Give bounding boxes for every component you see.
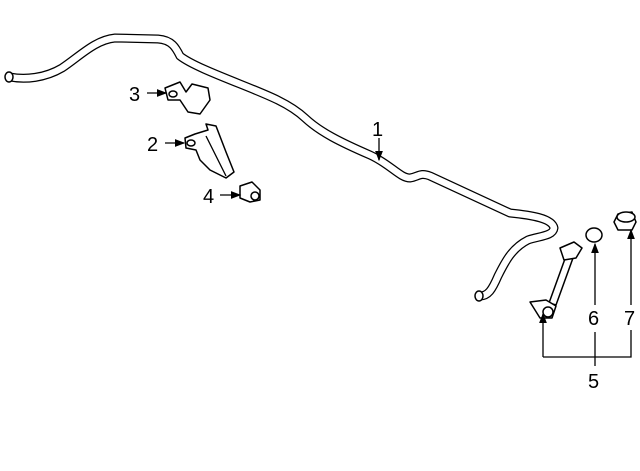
callout-6: 6: [588, 308, 599, 330]
callout-3: 3: [129, 84, 140, 106]
bracket-2: [184, 123, 235, 179]
bushing-4: [239, 181, 261, 203]
callout-7: 7: [624, 308, 635, 330]
stabilizer-link-5: [529, 241, 583, 319]
stabilizer-bar: [4, 33, 559, 302]
callout-5: 5: [588, 371, 599, 393]
nut-6: [585, 227, 603, 243]
callout-2: 2: [147, 134, 158, 156]
bracket-3: [164, 81, 211, 115]
leader-lines: [147, 89, 635, 366]
bushing-7: [613, 211, 637, 231]
callout-1: 1: [372, 119, 383, 141]
callout-4: 4: [203, 186, 214, 208]
